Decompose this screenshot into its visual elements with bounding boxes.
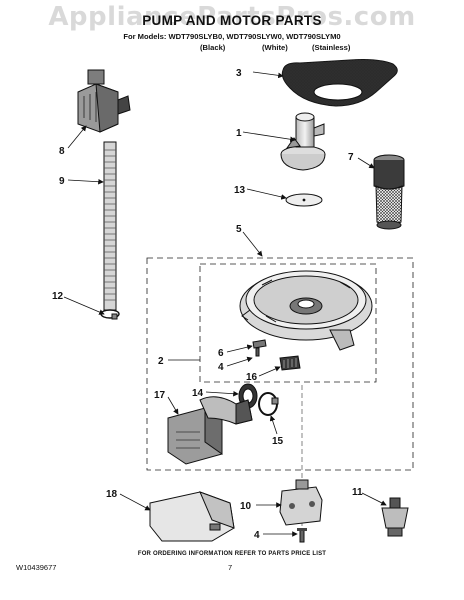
callout-4-upper: 4 bbox=[218, 362, 224, 373]
callout-1: 1 bbox=[236, 128, 242, 139]
assembly-box-5 bbox=[146, 257, 414, 471]
finish-stainless: (Stainless) bbox=[312, 43, 351, 52]
finish-black: (Black) bbox=[200, 43, 226, 52]
part-14-clamp bbox=[258, 392, 279, 416]
callout-17: 11 bbox=[352, 487, 363, 498]
part-5-sump-assembly bbox=[239, 270, 373, 351]
callout-13: 14 bbox=[192, 388, 204, 399]
part-4-screw-lower bbox=[297, 528, 307, 543]
part-1-pump-housing bbox=[280, 112, 326, 171]
callout-5: 5 bbox=[236, 224, 242, 235]
document-number: W10439677 bbox=[16, 563, 57, 572]
callout-3: 3 bbox=[236, 68, 242, 79]
callout-2: 2 bbox=[158, 356, 164, 367]
part-13-seal bbox=[238, 383, 258, 409]
page-title: PUMP AND MOTOR PARTS bbox=[142, 13, 322, 28]
part-6-clip bbox=[252, 339, 267, 357]
part-8-motor bbox=[77, 69, 131, 133]
part-9-drain-hose bbox=[103, 141, 117, 311]
page-number: 7 bbox=[228, 563, 233, 572]
part-10-diverter-valve bbox=[279, 479, 323, 526]
callout-14: 15 bbox=[272, 436, 284, 447]
part-15-connector bbox=[279, 355, 301, 371]
watermark: AppliancePartsPros.com bbox=[48, 2, 416, 32]
part-17-sensor bbox=[381, 497, 409, 537]
callout-10: 10 bbox=[240, 501, 252, 512]
callout-6: 6 bbox=[218, 348, 224, 359]
part-11-clamp bbox=[100, 309, 120, 320]
callout-16: 17 bbox=[154, 390, 166, 401]
callout-7: 7 bbox=[348, 152, 354, 163]
model-list: For Models: WDT790SLYB0, WDT790SLYW0, WD… bbox=[123, 32, 341, 41]
part-3-shield bbox=[281, 59, 398, 107]
part-7-filter bbox=[373, 154, 405, 230]
part-18-cover bbox=[149, 491, 235, 542]
callout-18: 18 bbox=[106, 489, 118, 500]
callout-9: 9 bbox=[59, 176, 65, 187]
ordering-note: FOR ORDERING INFORMATION REFER TO PARTS … bbox=[137, 551, 327, 557]
callout-4-lower: 4 bbox=[254, 530, 260, 541]
assembly-box-2 bbox=[199, 263, 377, 383]
part-16-pump-motor bbox=[167, 396, 253, 465]
callout-8: 8 bbox=[59, 146, 65, 157]
callout-15: 16 bbox=[246, 372, 258, 383]
callout-12: 13 bbox=[234, 185, 246, 196]
part-12-gasket bbox=[285, 193, 323, 207]
callout-11: 12 bbox=[52, 291, 64, 302]
finish-white: (White) bbox=[262, 43, 288, 52]
